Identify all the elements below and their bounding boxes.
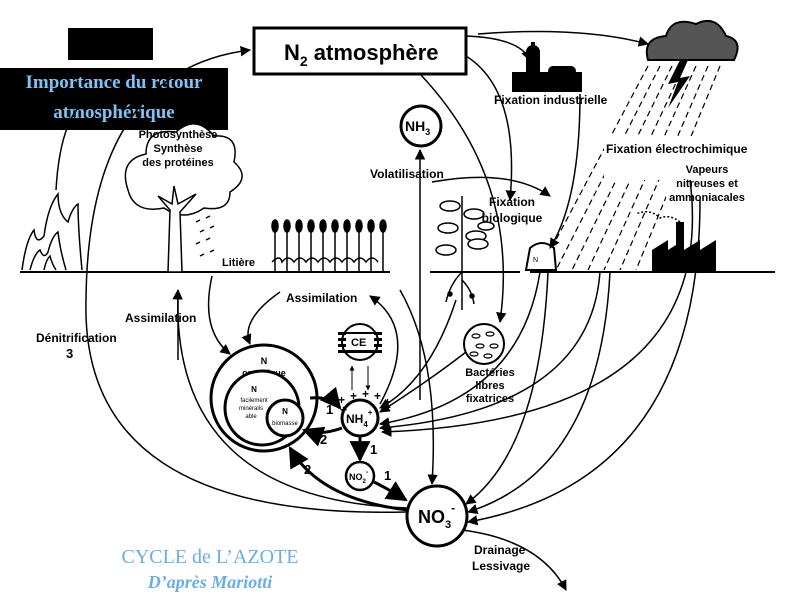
- denitrification-label: Dénitrification: [36, 331, 117, 345]
- falling-leaves: [195, 215, 215, 257]
- fixation-biologique-label: Fixation biologique: [482, 195, 543, 225]
- n2-label: N2 atmosphère: [284, 40, 439, 69]
- svg-text:ammoniacales: ammoniacales: [669, 192, 745, 204]
- nh4-circle: NH4+: [340, 398, 380, 438]
- litiere-label: Litière: [222, 257, 255, 269]
- no2-circle: NO2-: [344, 460, 376, 492]
- factory-icon: [512, 42, 582, 92]
- fire-icon: [21, 191, 83, 271]
- svg-text:+: +: [362, 387, 369, 401]
- vapeurs-label: Vapeurs nitreuses et ammoniacales: [666, 160, 750, 204]
- fixation-electrochimique-label: Fixation électrochimique: [606, 142, 748, 156]
- caption-source: D’après Mariotti: [147, 572, 273, 592]
- cloud-lightning-icon: [645, 20, 739, 108]
- title-box: Importance du retour atmosphérique: [0, 68, 228, 130]
- svg-text:NH3: NH3: [405, 118, 430, 137]
- step-1-mineralisation: 1: [326, 402, 333, 417]
- flow-arrows: [55, 30, 701, 591]
- svg-text:CE: CE: [351, 337, 366, 349]
- no3-circle: NO3-: [405, 484, 469, 548]
- svg-text:biomasse: biomasse: [272, 421, 298, 427]
- fertilizer-bag-icon: N: [524, 242, 558, 271]
- svg-text:+: +: [350, 389, 357, 403]
- svg-text:Vapeurs: Vapeurs: [686, 164, 729, 176]
- svg-text:biologique: biologique: [482, 211, 543, 225]
- svg-text:Drainage: Drainage: [474, 543, 526, 557]
- assimilation-left-label: Assimilation: [125, 311, 196, 325]
- assimilation-top-label: Assimilation: [286, 291, 357, 305]
- fixation-industrielle-label: Fixation industrielle: [494, 93, 608, 107]
- legume-plant-icon: [435, 196, 495, 310]
- svg-text:+: +: [374, 389, 381, 403]
- svg-text:NO3-: NO3-: [418, 501, 455, 531]
- n2-atmosphere-box: N2 atmosphère: [252, 26, 468, 76]
- svg-text:+: +: [340, 403, 347, 417]
- svg-text:NO2-: NO2-: [349, 469, 369, 485]
- svg-text:able: able: [245, 414, 257, 420]
- svg-text:N: N: [251, 385, 257, 394]
- svg-text:Photosynthèse: Photosynthèse: [139, 129, 218, 141]
- caption-title: CYCLE de L’AZOTE: [121, 546, 299, 568]
- n-biomasse-circle: N biomasse: [265, 398, 305, 438]
- step-1-nitratation: 1: [384, 468, 391, 483]
- svg-text:minéralis: minéralis: [239, 406, 263, 412]
- crop-field-icon: [271, 219, 387, 272]
- denitrification-number: 3: [66, 346, 73, 361]
- svg-text:des protéines: des protéines: [142, 157, 214, 169]
- ce-exchange-complex-icon: CE: [338, 323, 382, 391]
- svg-text:Lessivage: Lessivage: [472, 559, 530, 573]
- volatilisation-label: Volatilisation: [370, 167, 444, 181]
- svg-text:Fixation: Fixation: [489, 195, 535, 209]
- svg-text:Synthèse: Synthèse: [154, 143, 203, 155]
- step-1-nitritation: 1: [370, 442, 377, 457]
- tree-icon: [124, 123, 243, 273]
- chimney-factory-icon: [635, 211, 716, 272]
- bacteria-icon: [463, 323, 505, 365]
- svg-text:NH4+: NH4+: [346, 408, 373, 429]
- svg-text:+: +: [338, 393, 345, 407]
- header-tab: [68, 28, 153, 60]
- svg-text:facilement: facilement: [240, 398, 268, 404]
- nh3-circle: NH3: [399, 104, 443, 148]
- svg-text:libres: libres: [475, 380, 504, 392]
- svg-text:N: N: [533, 257, 538, 264]
- step-2-organisation-nh4: 2: [320, 432, 327, 447]
- svg-text:N: N: [282, 407, 288, 416]
- bacteries-label: Bactéries libres fixatrices: [465, 367, 515, 405]
- photosynthese-label: Photosynthèse Synthèse des protéines: [139, 129, 218, 169]
- svg-text:nitreuses et: nitreuses et: [676, 178, 738, 190]
- svg-text:N: N: [261, 356, 268, 366]
- drainage-label: Drainage Lessivage: [472, 543, 530, 573]
- svg-text:fixatrices: fixatrices: [466, 393, 514, 405]
